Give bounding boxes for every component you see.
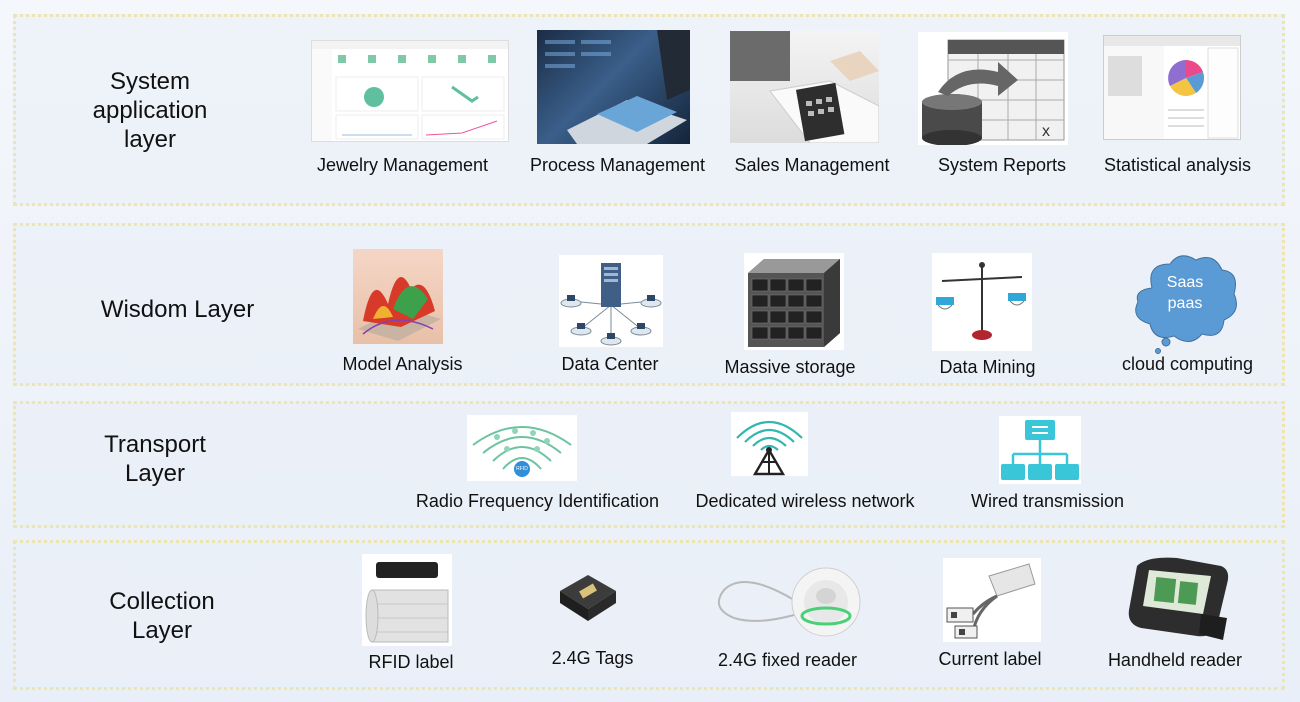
item-rfid: RFID Radio Frequency Identification [405, 415, 670, 520]
dashboard-screenshot-icon [311, 40, 509, 142]
item-label: Sales Management [734, 155, 890, 175]
item-label: 2.4G Tags [551, 648, 634, 668]
item-jewelry-management: Jewelry Management [305, 30, 509, 180]
layer-title-wisdom: Wisdom Layer [100, 296, 255, 323]
item-label: Massive storage [724, 357, 856, 377]
item-label: 2.4G fixed reader [717, 650, 858, 670]
layer-title-transport: Transport Layer [104, 431, 206, 487]
item-data-center: Data Center [545, 250, 675, 382]
item-model-analysis: Model Analysis [330, 247, 475, 379]
item-handheld-reader: Handheld reader [1095, 552, 1255, 677]
item-label: Process Management [529, 155, 706, 175]
item-label: Model Analysis [342, 354, 463, 374]
item-label: Radio Frequency Identification [415, 491, 660, 511]
rfid-badge: RFID [516, 466, 528, 472]
item-label: System Reports [937, 155, 1067, 175]
3d-surface-plot-icon [353, 249, 443, 344]
database-spreadsheet-icon: x [918, 32, 1068, 145]
item-massive-storage: Massive storage [715, 250, 865, 382]
item-wired-transmission: Wired transmission [960, 415, 1135, 520]
calculator-photo-icon [730, 31, 879, 143]
item-rfid-label: RFID label [355, 552, 467, 677]
item-dedicated-wireless: Dedicated wireless network [690, 412, 920, 520]
current-label-device-icon [943, 558, 1041, 642]
item-current-label: Current label [925, 552, 1055, 677]
item-sales-management: Sales Management [722, 30, 902, 180]
item-label: Wired transmission [970, 491, 1125, 511]
server-network-icon [559, 255, 663, 347]
layer-title-collection: Collection Layer [109, 588, 215, 644]
item-label: cloud computing [1121, 354, 1254, 374]
balance-scale-icon [932, 253, 1032, 351]
tablet-business-photo-icon [537, 30, 690, 144]
collection-layer [13, 540, 1285, 690]
cloud-text-paas: paas [1167, 295, 1203, 312]
item-label: RFID label [368, 652, 454, 672]
item-data-mining: Data Mining [925, 250, 1050, 382]
item-label: Statistical analysis [1103, 155, 1252, 175]
wireless-tower-icon [731, 412, 808, 476]
wired-hierarchy-icon [999, 416, 1081, 484]
item-process-management: Process Management [525, 30, 710, 180]
item-label: Handheld reader [1107, 650, 1243, 670]
tag-device-icon [552, 569, 622, 631]
layer-title-system-application: System application layer [92, 68, 208, 153]
item-label: Dedicated wireless network [695, 491, 915, 511]
item-2-4g-tags: 2.4G Tags [530, 552, 655, 677]
rfid-label-roll-icon [362, 554, 452, 646]
item-label: Data Center [561, 354, 659, 374]
rfid-signal-icon [467, 415, 577, 481]
storage-array-icon [744, 253, 844, 350]
handheld-reader-icon [1117, 554, 1237, 642]
item-system-reports: x System Reports [912, 30, 1092, 180]
item-statistical-analysis: Statistical analysis [1095, 30, 1260, 180]
item-cloud-computing: Saas paas cloud computing [1110, 250, 1265, 382]
svg-text:x: x [1042, 123, 1050, 140]
pie-chart-screenshot-icon [1103, 35, 1241, 140]
fixed-reader-icon [714, 560, 864, 640]
item-2-4g-fixed-reader: 2.4G fixed reader [700, 552, 875, 677]
cloud-text-saas: Saas [1166, 274, 1204, 291]
item-label: Jewelry Management [316, 155, 489, 175]
item-label: Current label [938, 649, 1042, 669]
item-label: Data Mining [939, 357, 1036, 377]
cloud-icon [1130, 250, 1240, 355]
